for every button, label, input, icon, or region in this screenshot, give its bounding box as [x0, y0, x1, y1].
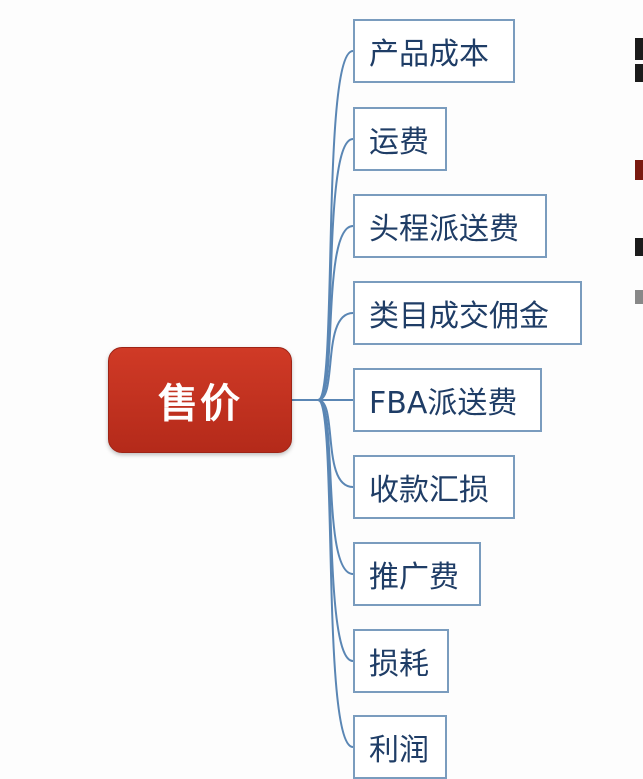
branch-label: 推广费 [369, 560, 459, 595]
connector-line-5 [317, 399, 354, 488]
edge-fragment [635, 38, 643, 60]
branch-promotion-fee: 推广费 [353, 542, 481, 606]
edge-fragment [635, 290, 643, 304]
connector-line-8 [317, 399, 354, 748]
branch-label: 损耗 [369, 647, 429, 682]
branch-product-cost: 产品成本 [353, 19, 515, 83]
connector-line-0 [317, 50, 354, 401]
branch-label: 收款汇损 [369, 473, 489, 508]
branch-freight: 运费 [353, 107, 447, 171]
branch-label: 运费 [369, 125, 429, 160]
connector-line-7 [317, 399, 354, 662]
root-node-label: 售价 [158, 381, 242, 427]
branch-first-leg-delivery: 头程派送费 [353, 194, 547, 258]
branch-fx-loss: 收款汇损 [353, 455, 515, 519]
branch-wastage: 损耗 [353, 629, 449, 693]
edge-fragment [635, 160, 643, 180]
branch-label: 产品成本 [369, 37, 489, 72]
connector-line-3 [317, 312, 354, 401]
connector-line-6 [317, 399, 354, 575]
branch-profit: 利润 [353, 715, 447, 779]
branch-label: 头程派送费 [369, 212, 519, 247]
branch-label: 利润 [369, 733, 429, 768]
branch-category-commission: 类目成交佣金 [353, 281, 582, 345]
connector-line-1 [317, 138, 354, 401]
edge-fragment [635, 238, 643, 256]
branch-label: 类目成交佣金 [369, 299, 549, 334]
root-node-price: 售价 [108, 347, 292, 453]
edge-fragment [635, 64, 643, 82]
branch-label: FBA派送费 [369, 386, 518, 421]
connector-line-2 [317, 225, 354, 401]
branch-fba-delivery-fee: FBA派送费 [353, 368, 542, 432]
